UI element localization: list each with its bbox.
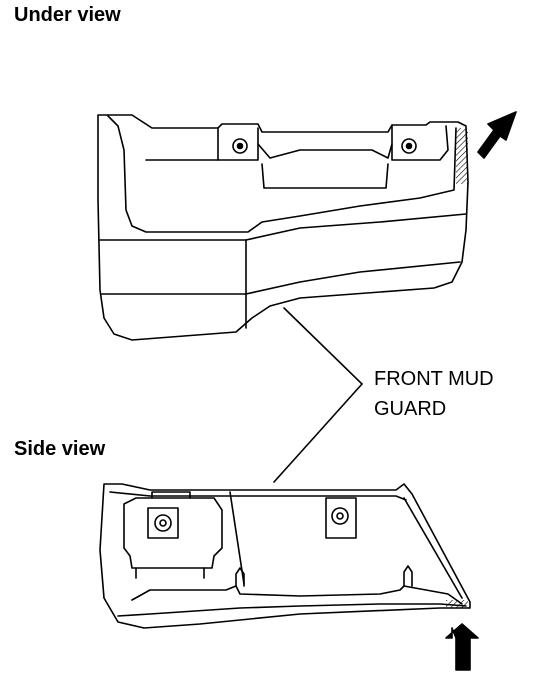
mount-bracket-left (217, 127, 259, 161)
under-view-inner-rim (107, 115, 457, 233)
clip-right-bolt-icon (331, 507, 349, 525)
callout-line-2: GUARD (374, 398, 447, 420)
side-view-crease (229, 491, 245, 585)
side-view-right-slope (403, 497, 463, 599)
under-view-contour (245, 213, 467, 241)
clip-left (147, 507, 179, 539)
clip-top-tab (151, 491, 191, 499)
clip-housing-left (123, 497, 223, 569)
mount-pin-right (403, 565, 413, 587)
side-view-inner-rim (109, 491, 407, 501)
side-view-label: Side view (14, 438, 106, 460)
mount-pin-left (235, 567, 245, 587)
side-view-bottom-lip (117, 603, 467, 617)
bolt-icon (236, 142, 244, 150)
clip-left-bolt-icon (159, 519, 167, 527)
bolt-icon (405, 142, 413, 150)
leader-line-lower (273, 383, 363, 483)
under-view-label: Under view (14, 4, 121, 26)
under-view-channel (257, 143, 393, 159)
front-mud-guard-callout: FRONT MUD GUARD (374, 364, 494, 424)
under-view-outline (97, 114, 469, 341)
clip-left-bolt-icon (154, 514, 172, 532)
callout-leaders (273, 307, 363, 483)
side-view-drawing (99, 483, 479, 671)
bolt-icon (232, 138, 248, 154)
callout-line-1: FRONT MUD (374, 368, 494, 390)
bolt-icon (401, 138, 417, 154)
clip-right-bolt-icon (336, 512, 344, 520)
arrow-icon (445, 623, 479, 671)
leader-line-upper (283, 307, 363, 385)
under-view-drawing (97, 111, 517, 341)
hatched-contact-area (446, 600, 468, 608)
under-view-lower-contour (101, 261, 461, 295)
mount-bracket-right (391, 124, 449, 161)
under-view-recess (261, 163, 389, 189)
arrow-icon (477, 111, 517, 159)
clip-housing-right (325, 497, 357, 539)
side-view-bottom-flange (131, 585, 463, 605)
hatched-contact-area (456, 128, 468, 184)
